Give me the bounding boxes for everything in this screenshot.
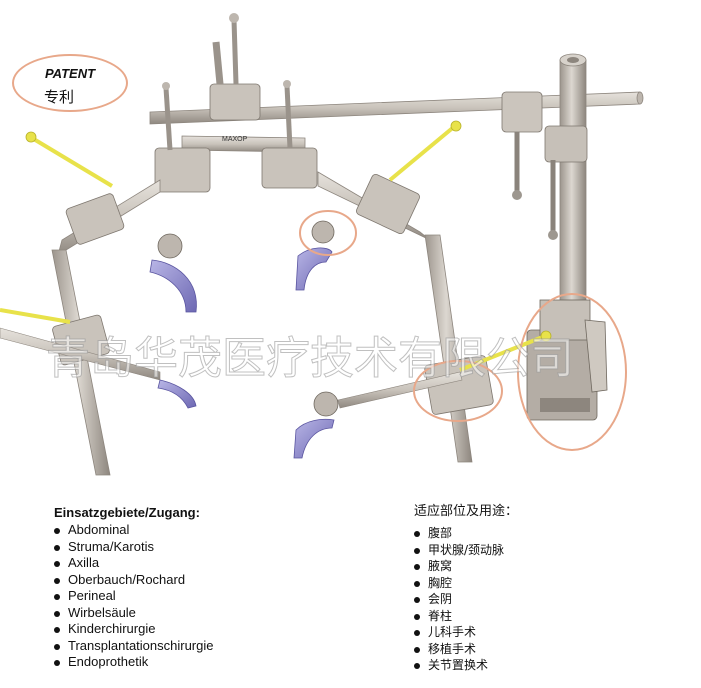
vertical-post [559, 53, 587, 341]
uses-list-zh: 腹部 甲状腺/颈动脉 腋窝 胸腔 会阴 脊柱 儿科手术 移植手术 关节置换术 [414, 525, 518, 674]
left-frame-arms [51, 179, 161, 476]
list-item: 腋窝 [414, 558, 518, 575]
list-item: 儿科手术 [414, 624, 518, 641]
uses-section-zh: 适应部位及用途： 腹部 甲状腺/颈动脉 腋窝 胸腔 会阴 脊柱 儿科手术 移植手… [414, 500, 518, 674]
list-item: Kinderchirurgie [54, 621, 213, 638]
list-item: Perineal [54, 588, 213, 605]
list-item: Endoprothetik [54, 654, 213, 671]
list-item: 腹部 [414, 525, 518, 542]
list-item: 甲状腺/颈动脉 [414, 542, 518, 559]
list-item: Struma/Karotis [54, 539, 213, 556]
rail-clamp-right [501, 91, 588, 240]
frame-bridge: MAXOP [154, 13, 318, 193]
patent-label: PATENT [44, 66, 96, 81]
right-frame-arms [317, 171, 494, 463]
patent-label-zh: 专利 [44, 88, 75, 106]
list-item: 关节置换术 [414, 657, 518, 674]
maxop-label: MAXOP [222, 136, 248, 143]
list-item: 胸腔 [414, 575, 518, 592]
list-item: Transplantationschirurgie [54, 638, 213, 655]
list-item: 脊柱 [414, 608, 518, 625]
uses-section-de: Einsatzgebiete/Zugang: Abdominal Struma/… [54, 505, 213, 671]
list-item: Axilla [54, 555, 213, 572]
list-item: 移植手术 [414, 641, 518, 658]
uses-title-zh: 适应部位及用途： [414, 504, 519, 519]
retractor-system-illustration: MAXOP [0, 13, 644, 476]
retractor-handles [0, 120, 552, 409]
list-item: Wirbelsäule [54, 605, 213, 622]
patent-badge: PATENT 专利 [12, 54, 128, 112]
table-mount-clamp [526, 299, 608, 421]
uses-list-de: Abdominal Struma/Karotis Axilla Oberbauc… [54, 522, 213, 671]
retractor-blades [149, 220, 339, 459]
highlight-circles [299, 210, 627, 451]
list-item: Oberbauch/Rochard [54, 572, 213, 589]
uses-title-de: Einsatzgebiete/Zugang: [54, 505, 200, 520]
list-item: Abdominal [54, 522, 213, 539]
list-item: 会阴 [414, 591, 518, 608]
